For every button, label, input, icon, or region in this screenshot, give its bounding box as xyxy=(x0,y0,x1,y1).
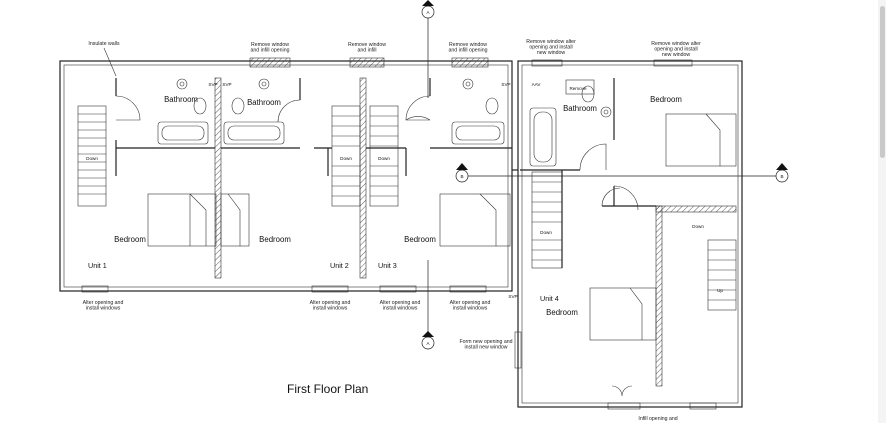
room-label-bedroom-1: Bedroom xyxy=(114,235,146,244)
room-label-bathroom-4: Bathroom xyxy=(563,104,597,113)
svg-text:B: B xyxy=(780,174,783,179)
note-leaders xyxy=(103,47,117,77)
stair-label-down-5: Down xyxy=(692,224,704,229)
svp-label-4: SVP xyxy=(508,294,517,299)
section-lines xyxy=(427,18,776,340)
room-label-bathroom-2: Bathroom xyxy=(247,98,281,107)
room-label-bedroom-unit-4: Bedroom xyxy=(546,308,578,317)
room-label-bedroom-2: Bedroom xyxy=(259,235,291,244)
stair-label-up: Up xyxy=(717,288,723,293)
room-label-bathroom-1: Bathroom xyxy=(164,95,198,104)
bath-fittings xyxy=(157,78,612,167)
svg-text:B: B xyxy=(460,174,463,179)
note-insulate-walls: Insulate walls xyxy=(88,41,120,47)
section-marker-a-top: A xyxy=(421,0,435,19)
door-swings xyxy=(115,95,639,397)
scrollbar-thumb[interactable] xyxy=(880,6,885,158)
window-infills xyxy=(249,57,489,68)
section-marker-b-right: B xyxy=(775,163,789,183)
svp-label-1: SVP xyxy=(208,82,217,87)
section-marker-b-left: B xyxy=(455,163,469,183)
vertical-scrollbar[interactable] xyxy=(878,0,886,423)
section-marker-a-bottom: A xyxy=(421,331,435,350)
remove-fixture-label: Remove xyxy=(569,86,587,91)
outer-walls xyxy=(59,60,743,408)
room-label-bedroom-4: Bedroom xyxy=(650,95,682,104)
note-infill-opening: Infill opening and xyxy=(638,416,677,422)
stair-label-down-4: Down xyxy=(540,230,552,235)
unit-label-1: Unit 1 xyxy=(88,261,107,270)
svg-text:A: A xyxy=(426,10,430,15)
stair-label-down-2: Down xyxy=(340,156,352,161)
unit-label-2: Unit 2 xyxy=(330,261,349,270)
beds xyxy=(147,113,737,341)
unit-label-3: Unit 3 xyxy=(378,261,397,270)
partitions xyxy=(115,78,656,268)
stairs xyxy=(77,105,737,311)
svp-label-3: SVP xyxy=(501,82,510,87)
stair-label-down-3: Down xyxy=(378,156,390,161)
unit-label-4: Unit 4 xyxy=(540,294,559,303)
aav-label: AAV xyxy=(532,82,542,87)
windows xyxy=(81,59,717,410)
stair-label-down-1: Down xyxy=(86,156,98,161)
room-label-bedroom-3: Bedroom xyxy=(404,235,436,244)
drawing-title: First Floor Plan xyxy=(287,382,368,396)
svp-label-2: SVP xyxy=(222,82,231,87)
svg-text:A: A xyxy=(426,341,430,346)
